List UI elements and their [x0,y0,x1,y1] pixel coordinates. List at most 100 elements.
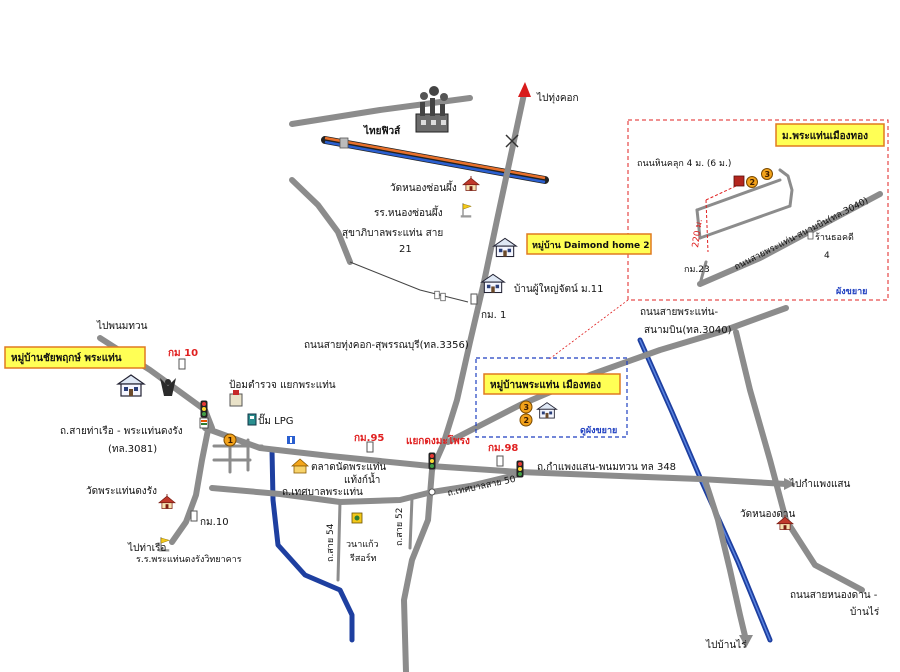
inset-marker-2: 2 [746,176,758,188]
road-thetsaban-phra-thaen-label: ถ.เทศบาลพระแท่น [282,487,363,498]
inset-km23-label: กม.23 [684,265,710,275]
road-top [289,95,473,127]
road-sukhaphiban-21-label-line1: สุขาภิบาลพระแท่น สาย [342,228,443,239]
inset-site-icon [733,175,745,187]
market-icon [290,458,310,474]
km98-label: กม.98 [488,443,518,454]
police-box-label: ป้อมตำรวจ แยกพระแท่น [229,379,336,391]
inset-marker-3-label: 3 [765,170,771,179]
see-inset-link: ดูผังขยาย [580,425,617,436]
village-highlight-box: หมู่บ้านพระแท่น เมืองทอง 3 2 ดูผังขยาย [475,357,628,438]
inset-connector-line [547,299,629,361]
marker-2: 2 [519,413,533,427]
marker-1: 1 [223,433,237,447]
inset-road-west [695,208,702,240]
river-west [269,447,355,643]
destination-ban-rai: ไปบ้านไร่ [705,639,747,651]
road-nong-dan-ban-rai [733,329,865,593]
road-sai-52 [408,496,414,550]
km-post-icon [190,510,198,522]
diamond-home-label: หมู่บ้าน Daimond home 2 [532,240,650,251]
house-icon [117,374,145,397]
school-nong-son-phueng-label: รร.หนองซ่อนผึ้ง [374,205,443,219]
arrow-north-icon [518,82,531,97]
inset-road-km23 [698,260,708,286]
road-thetsaban-50 [429,471,523,495]
km-post-icon [440,292,446,302]
km-post-icon [496,455,504,467]
road-hwy-3040-label-line2: สนามบิน(ทล.3040) [644,325,732,336]
km10-north-label: กม 10 [168,348,198,359]
wat-phra-thaen-label: วัดพระแท่นดงรัง [86,486,157,497]
inset-marker-3: 3 [761,168,773,180]
wat-nong-son-phueng-label: วัดหนองซ่อนผึ้ง [390,180,457,194]
resort-icon [351,512,363,524]
inset-distance-label: 220 ม. [691,218,705,248]
inset-shop-label: ร้านธอคดี [815,232,854,243]
village-highlight-frame [475,357,628,438]
info-icon [287,436,295,444]
house-icon [536,402,558,419]
temple-icon [158,494,176,509]
inset-title-box [775,123,885,147]
km10-south-label: กม.10 [200,517,229,528]
road-nong-dan-ban-rai-label-line1: ถนนสายหนองดาน - [790,590,878,601]
school-icon [460,202,472,218]
royal-emblem-icon [160,378,176,396]
inset-road-upper [695,178,782,212]
diamond-home-label-box [526,233,652,255]
mueang-thong-label: หมู่บ้านพระแท่น เมืองทอง [490,379,601,392]
mueang-thong-label-box [483,373,621,395]
headman-house-label: บ้านผู้ใหญ่จัตน์ ม.11 [514,283,604,295]
temple-icon [462,176,480,191]
road-to-ban-rai [702,477,748,639]
inset-gravel-road-label: ถนนหินคลุก 4 ม. (6 ม.) [637,158,731,169]
road-hwy-3081-label-line1: ถ.สายท่าเรือ - พระแท่นดงรัง [60,425,183,437]
road-sukhaphiban-21-label-line2: 21 [399,244,412,255]
inset-shop-note: 4 [824,251,830,261]
traffic-light-icon [200,400,208,418]
inset-map: ม.พระแท่นเมืองทอง ถนนหินคลุก 4 ม. (6 ม.)… [627,119,889,301]
road-hwy-3040 [445,305,789,445]
inset-road-3040 [697,191,883,287]
road-hwy-3081-label-line2: (ทล.3081) [108,444,157,455]
road-hwy-348-label: ถ.กำแพงแสน-พนมทวน ทล 348 [537,462,676,473]
marker-3: 3 [519,400,533,414]
inset-shop-icon [807,231,814,240]
wat-nong-dan-label: วัดหนองดาน [740,509,796,520]
road-thetsaban-phra-thaen [209,485,435,505]
water-tank-label: แท้งก์น้ำ [344,472,380,486]
marker-3-label: 3 [524,403,530,412]
market-label: ตลาดนัดพระแท่น [311,462,386,473]
destination-phanom-thuan: ไปพนมทวน [96,320,148,332]
inset-marker-2-label: 2 [750,178,756,187]
railway-crossing-west-icon [339,137,349,149]
road-sukhaphiban-21-link [349,261,469,303]
km-post-icon [178,358,186,370]
chaiyaphruek-label-box [4,346,146,369]
km-post-icon [434,290,440,300]
railway-crossing-icon [505,134,519,148]
road-layer [97,91,865,672]
destination-tha-ruea: ไปท่าเรือ [127,542,166,554]
destination-thung-khok: ไปทุ่งคอก [536,92,579,104]
inset-title: ม.พระแท่นเมืองทอง [782,130,868,142]
inset-distance-line [705,199,709,253]
traffic-light-icon [428,452,436,470]
destination-kamphaeng-saen: ไปกำแพงแสน [789,478,851,490]
police-box-icon [229,390,243,407]
junction-label: แยกดงมะโพรง [406,434,470,447]
road-south [401,467,435,672]
road-sai-52-label: ถ.สาย 52 [395,508,405,546]
road-sai-54-label: ถ.สาย 54 [326,523,336,562]
km95-label: กม.95 [354,433,384,444]
resort-label-line1: วนาแก้ว [346,539,379,550]
km1-label: กม. 1 [481,310,506,321]
water-tower-icon [428,488,436,496]
traffic-light-icon [516,460,524,478]
lpg-pump-icon [247,413,257,426]
arrow-east-icon [784,478,796,490]
factory-icon [415,86,449,133]
inset-caption: ผังขยาย [836,286,867,297]
